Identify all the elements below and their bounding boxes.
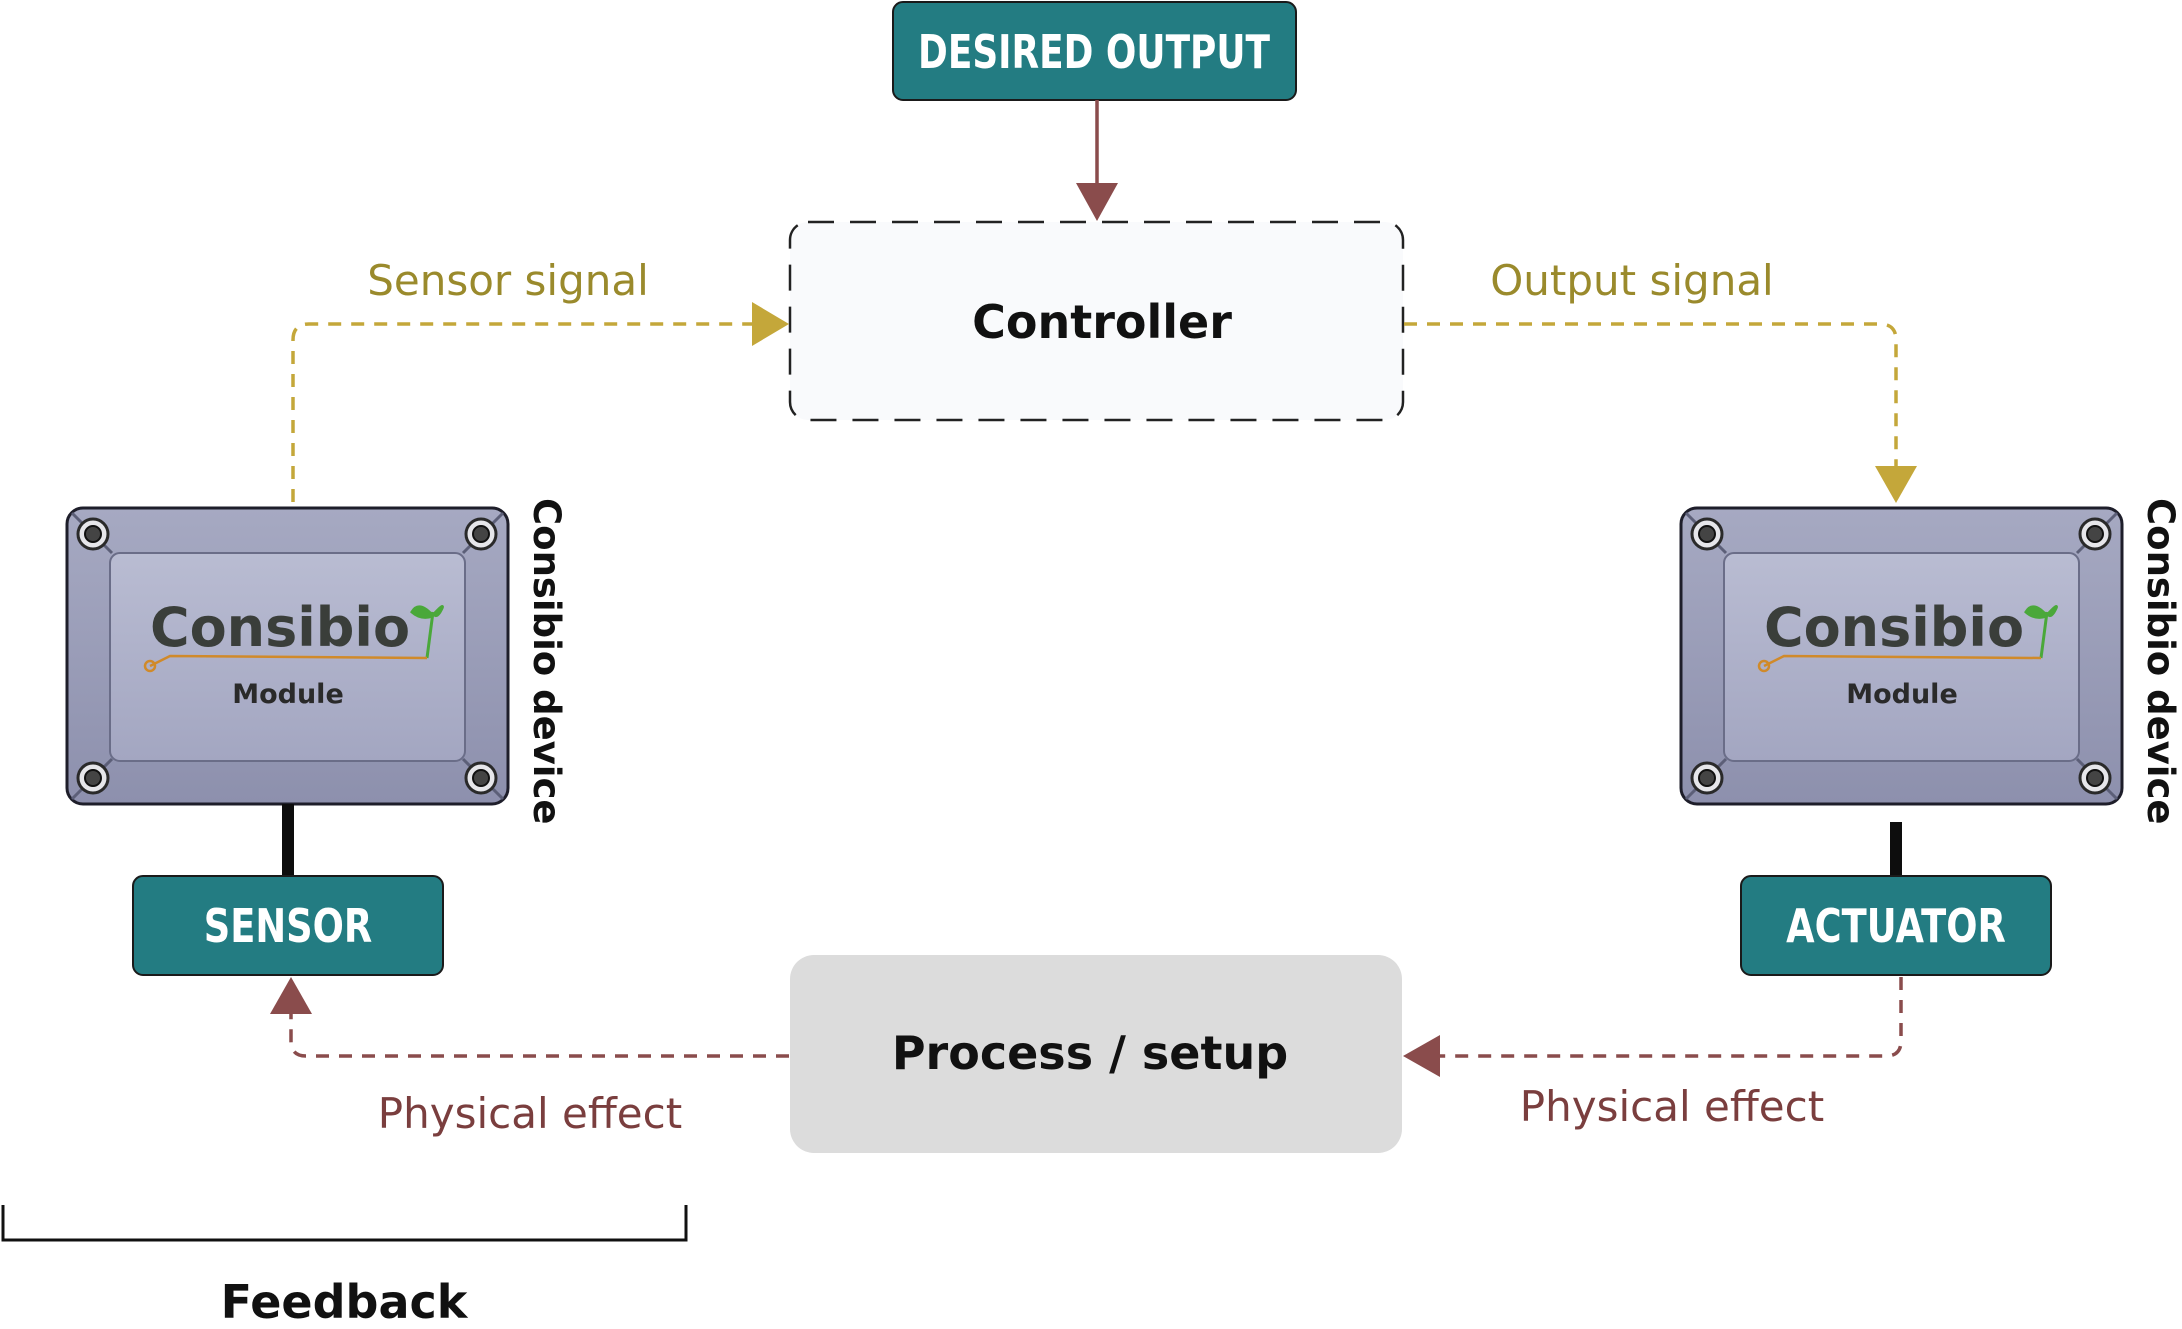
actuator-cable: [1890, 822, 1902, 876]
feedback-bracket: [1, 1205, 688, 1242]
consibio-device-left: Consibio Module: [65, 506, 510, 806]
actuator-effect-line: [1440, 977, 1903, 1058]
output-signal-label: Output signal: [1490, 256, 1773, 305]
leaf-icon: [410, 605, 444, 659]
sensor-box: SENSOR: [132, 875, 444, 976]
consibio-logo-text: Consibio: [150, 596, 410, 659]
physical-effect-right-label: Physical effect: [1520, 1082, 1824, 1131]
sensor-signal-line: [291, 322, 752, 502]
sensor-cable: [282, 804, 294, 876]
module-label: Module: [1846, 679, 1958, 710]
sensor-signal-label: Sensor signal: [367, 256, 649, 305]
consibio-logo-text: Consibio: [1764, 596, 2024, 659]
actuator-box: ACTUATOR: [1740, 875, 2052, 976]
screw-icon: [76, 517, 110, 551]
process-setup-label: Process / setup: [892, 1026, 1288, 1080]
desired-output-box: DESIRED OUTPUT: [892, 1, 1297, 101]
sensor-label: SENSOR: [204, 899, 373, 953]
desired-output-label: DESIRED OUTPUT: [918, 26, 1270, 80]
screw-icon: [2078, 761, 2112, 795]
desired-to-controller-arrowhead: [1076, 183, 1118, 221]
circuit-line-icon: [1763, 654, 2042, 668]
consibio-device-left-label: Consibio device: [525, 498, 568, 825]
process-setup-box: Process / setup: [790, 955, 1402, 1153]
screw-icon: [1690, 761, 1724, 795]
physical-effect-left-label: Physical effect: [378, 1089, 682, 1138]
screw-icon: [464, 517, 498, 551]
actuator-label: ACTUATOR: [1786, 899, 2006, 953]
controller-box: Controller: [788, 220, 1405, 422]
screw-icon: [76, 761, 110, 795]
leaf-icon: [2024, 605, 2058, 659]
module-label: Module: [232, 679, 344, 710]
sensor-effect-line: [289, 1014, 789, 1058]
sensor-effect-arrowhead: [270, 977, 312, 1014]
screw-icon: [464, 761, 498, 795]
consibio-device-right-label: Consibio device: [2139, 498, 2182, 825]
controller-label: Controller: [972, 295, 1232, 349]
sensor-signal-arrowhead: [752, 302, 789, 346]
screw-icon: [2078, 517, 2112, 551]
output-signal-arrowhead: [1875, 466, 1917, 503]
circuit-line-icon: [149, 654, 428, 668]
actuator-effect-arrowhead: [1403, 1035, 1440, 1077]
screw-icon: [1690, 517, 1724, 551]
feedback-label: Feedback: [221, 1275, 469, 1329]
consibio-device-right: Consibio Module: [1679, 506, 2124, 806]
output-signal-line: [1404, 322, 1898, 466]
